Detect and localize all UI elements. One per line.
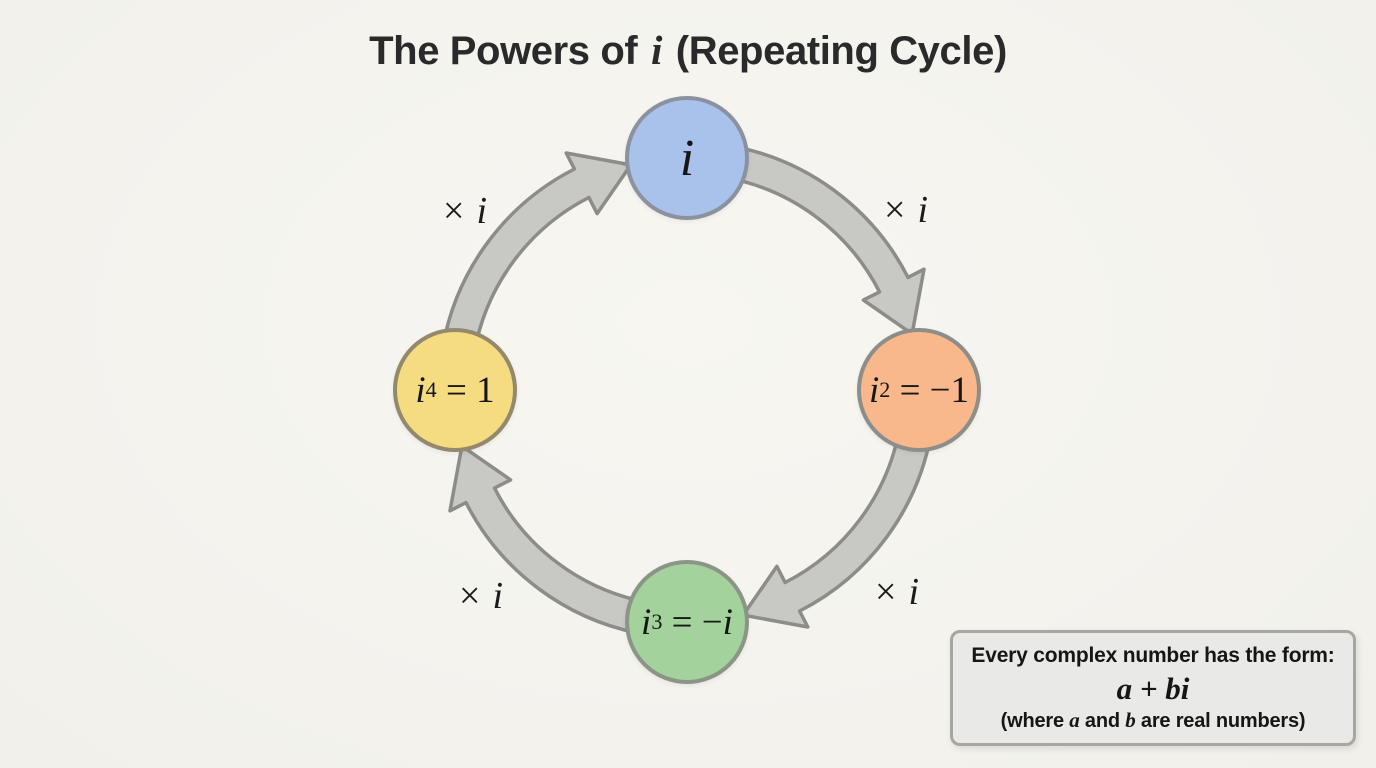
times-i-label-top-right: ×i xyxy=(884,188,928,232)
node-i: i xyxy=(625,96,749,220)
variable-i: i xyxy=(492,575,503,617)
multiply-sign: × xyxy=(875,571,897,613)
multiply-sign: × xyxy=(443,190,465,232)
page-title: The Powers of i (Repeating Cycle) xyxy=(0,26,1376,74)
node-i-cubed-rhs-italic: i xyxy=(722,601,733,643)
variable-i: i xyxy=(908,571,919,613)
arrow-i-to-i2-icon xyxy=(722,144,926,336)
times-i-label-bottom-left: ×i xyxy=(459,574,503,618)
times-i-label-top-left: ×i xyxy=(443,189,487,233)
node-i-fourth-rhs: = 1 xyxy=(436,369,495,411)
title-post: (Repeating Cycle) xyxy=(665,29,1007,73)
info-line3-post: are real numbers) xyxy=(1135,710,1306,732)
variable-i: i xyxy=(917,189,928,231)
info-line3-pre: (where xyxy=(1000,710,1070,732)
title-pre: The Powers of xyxy=(369,29,649,73)
complex-number-info-box: Every complex number has the form: a + b… xyxy=(950,630,1356,746)
times-i-label-bottom-right: ×i xyxy=(875,570,919,614)
info-line-1: Every complex number has the form: xyxy=(971,644,1335,667)
info-formula: a + bi xyxy=(1116,671,1190,706)
multiply-sign: × xyxy=(459,575,481,617)
multiply-sign: × xyxy=(884,189,906,231)
variable-i: i xyxy=(476,190,487,232)
info-variable-b: b xyxy=(1125,708,1136,732)
title-variable-i: i xyxy=(651,27,663,73)
arrow-i4-to-i-icon xyxy=(441,151,633,355)
node-i-cubed-rhs: = − xyxy=(662,601,723,643)
node-i-squared-base: i xyxy=(868,369,880,411)
node-i-cubed-base: i xyxy=(641,601,652,643)
node-i-squared-rhs: = −1 xyxy=(890,369,970,411)
info-line3-mid: and xyxy=(1079,710,1126,732)
node-i-fourth-base: i xyxy=(415,369,426,411)
info-line-3: (where a and b are real numbers) xyxy=(965,708,1341,733)
node-i-base: i xyxy=(679,129,695,187)
info-variable-a: a xyxy=(1069,708,1080,732)
